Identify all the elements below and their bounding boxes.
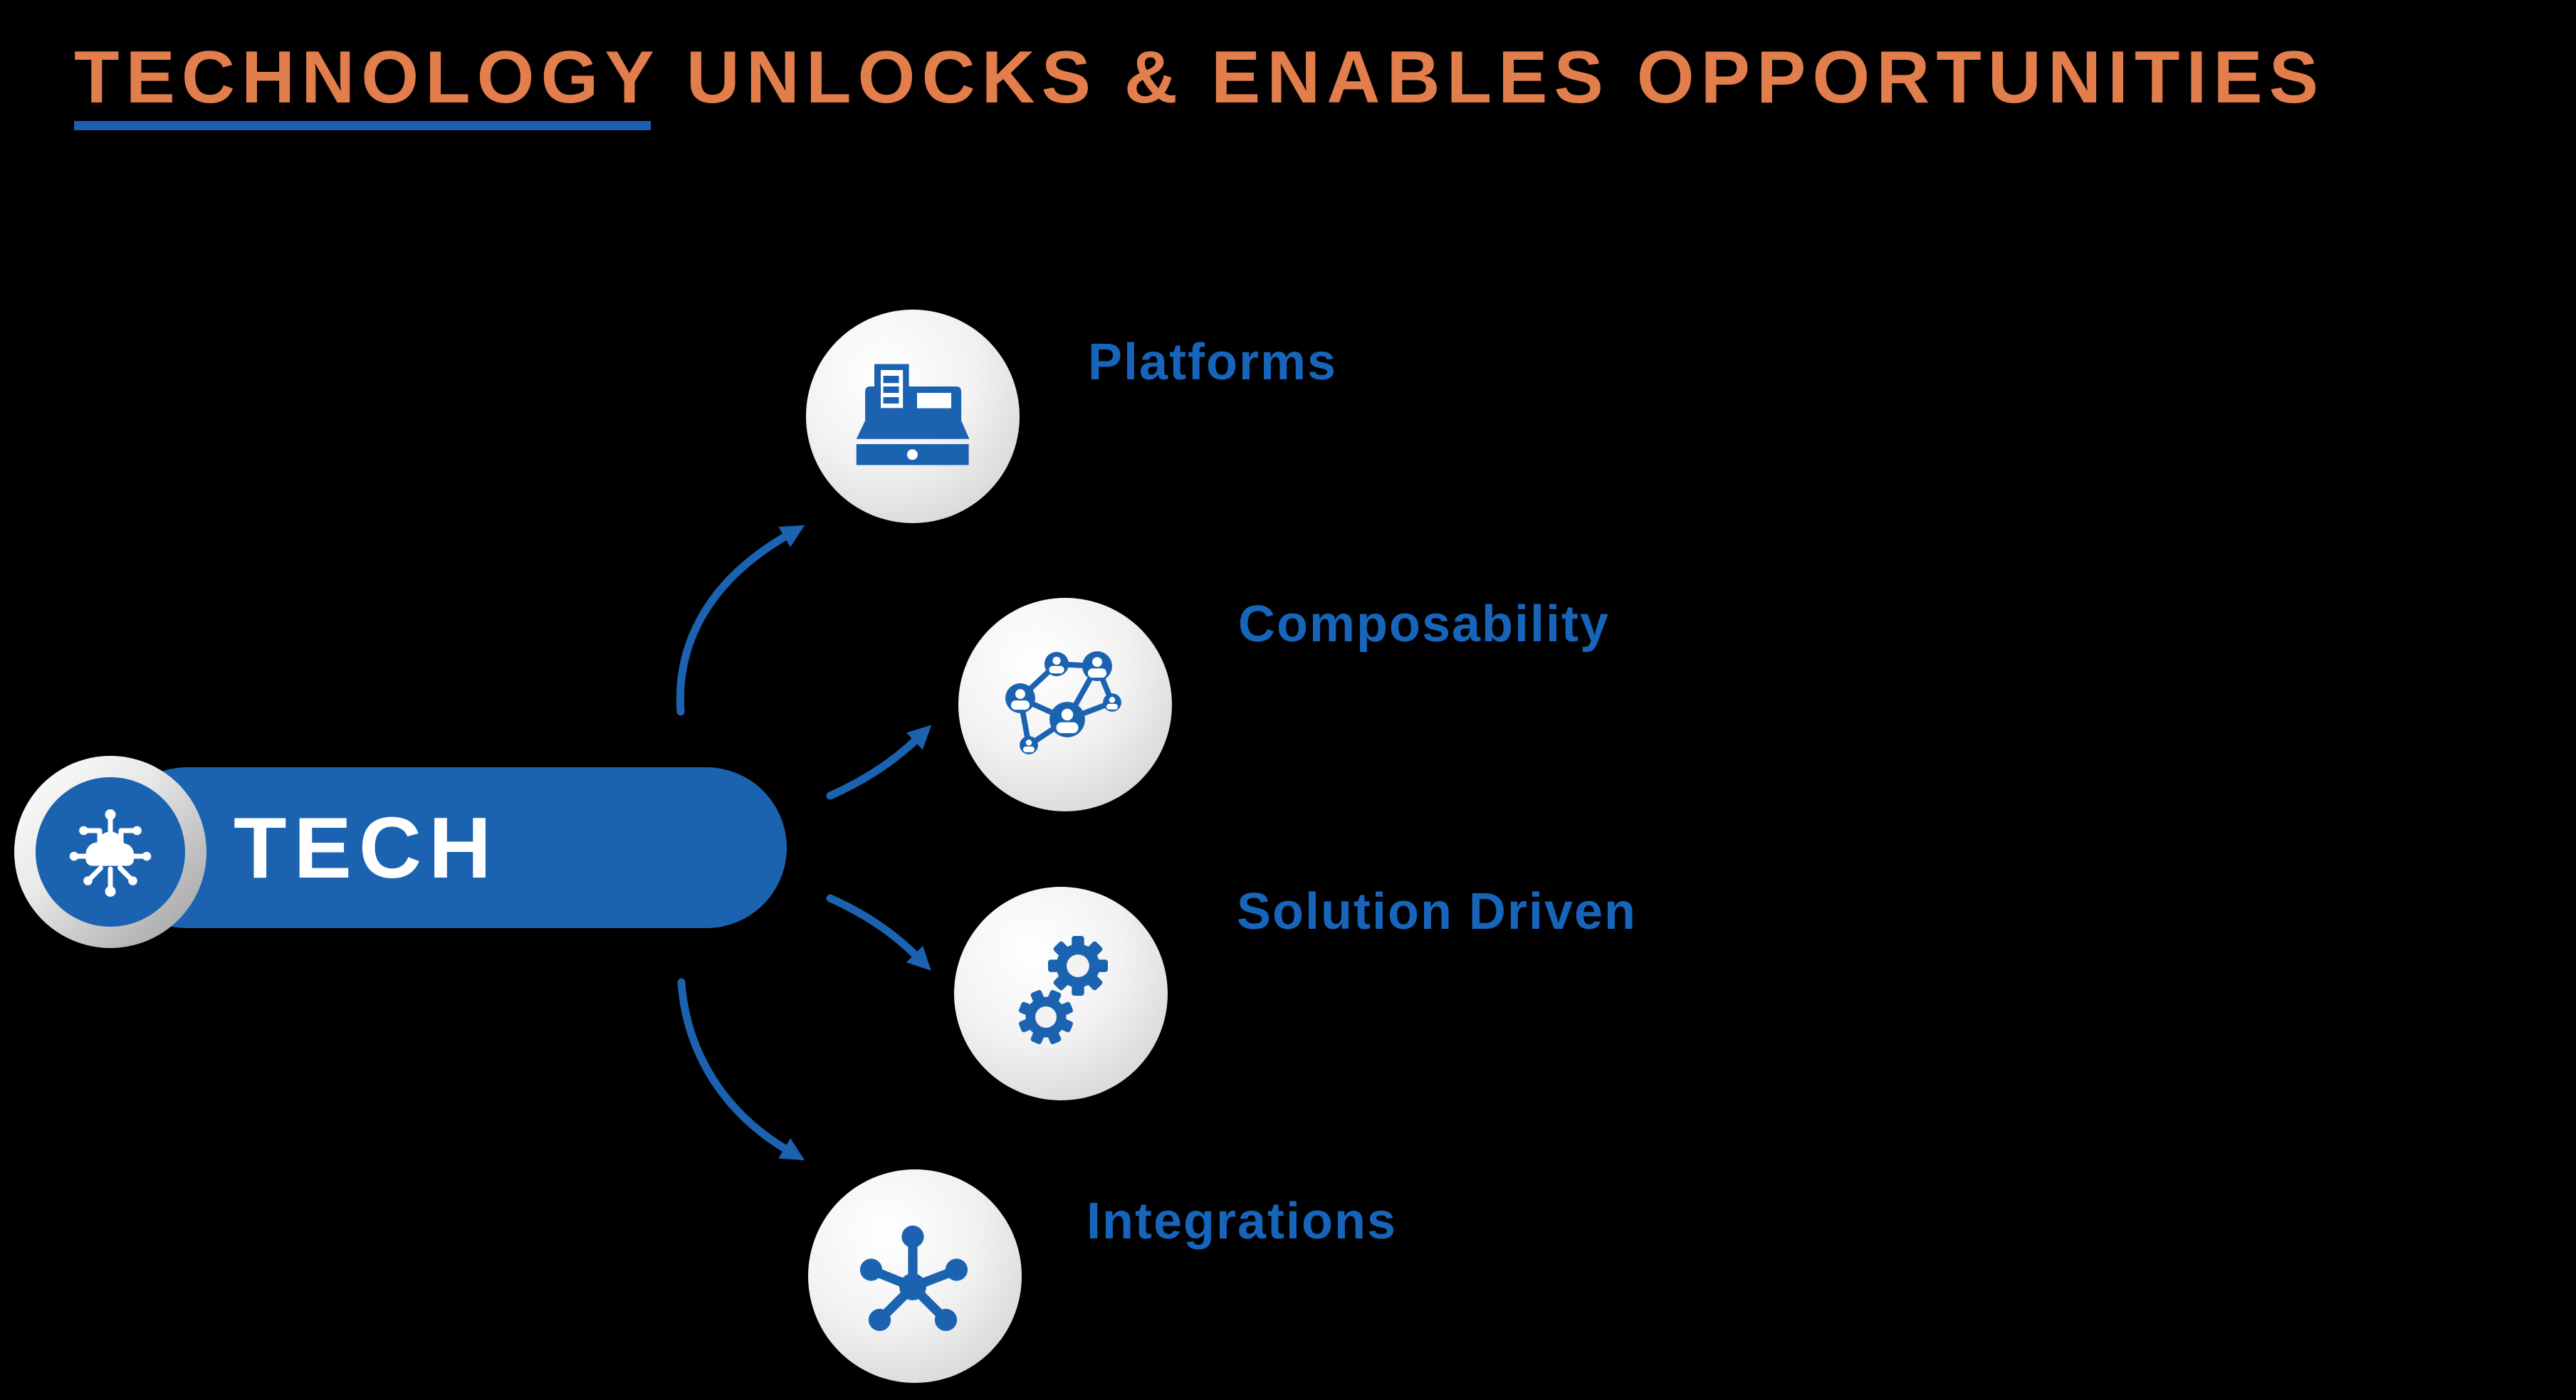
tech-badge — [14, 756, 206, 948]
gears-icon — [1018, 936, 1108, 1045]
tech-badge-inner — [36, 777, 185, 927]
cash-register-icon — [856, 364, 970, 465]
node-label-platforms: Platforms — [1088, 334, 1338, 391]
people-network-icon — [1005, 651, 1121, 754]
arrow-to-platforms — [676, 525, 805, 716]
node-label-solution-driven: Solution Driven — [1237, 883, 1638, 940]
node-circle-solution-driven — [954, 887, 1168, 1100]
node-circle-composability — [958, 598, 1172, 811]
node-label-composability: Composability — [1238, 596, 1611, 653]
tech-pill: TECH — [107, 767, 787, 928]
arrow-to-solution-driven — [826, 894, 931, 971]
arrow-to-integrations — [677, 978, 805, 1161]
tech-pill-label: TECH — [234, 799, 499, 896]
hub-spokes-icon — [859, 1225, 968, 1332]
title-underline — [74, 121, 651, 130]
cloud-network-icon — [69, 809, 152, 897]
arrow-to-composability — [826, 725, 932, 800]
node-circle-platforms — [806, 310, 1020, 523]
node-label-integrations: Integrations — [1087, 1193, 1398, 1250]
node-circle-integrations — [808, 1169, 1022, 1383]
page-title: TECHNOLOGY UNLOCKS & ENABLES OPPORTUNITI… — [74, 36, 2325, 119]
